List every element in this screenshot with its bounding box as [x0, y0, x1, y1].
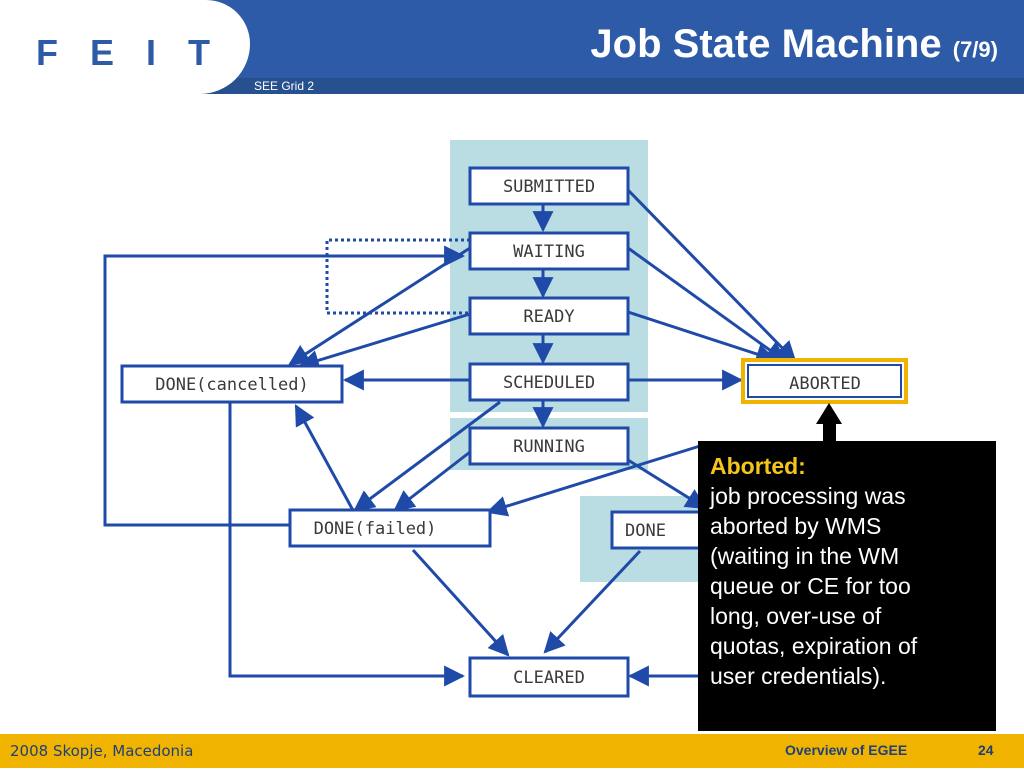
transition-arrows: [103, 188, 797, 687]
state-done-cancelled-label: DONE(cancelled): [155, 375, 309, 395]
callout-heading: Aborted:: [710, 453, 806, 479]
header-strip: [0, 78, 1024, 94]
arrow-ready-aborted: [627, 310, 777, 365]
arrow-done-cleared: [543, 549, 642, 654]
arrow-cancelled-cleared: [228, 402, 466, 687]
state-scheduled-label: SCHEDULED: [503, 373, 595, 393]
arrow-failed-cleared: [411, 548, 510, 657]
callout-line: long, over-use of: [710, 603, 882, 629]
arrow-scheduled-failed: [353, 400, 501, 512]
header-subtitle: SEE Grid 2: [254, 79, 315, 93]
state-done-failed: DONE(failed): [288, 508, 492, 548]
slide-title-text: Job State Machine: [590, 22, 942, 66]
state-running: RUNNING: [468, 426, 630, 466]
arrow-running-failed: [393, 450, 471, 512]
arrow-failed-waiting: [103, 245, 466, 527]
slide-title: Job State Machine (7/9): [590, 22, 998, 67]
slide-title-page: (7/9): [952, 37, 998, 62]
arrow-aborted-failed: [485, 444, 701, 517]
state-ready-label: READY: [523, 307, 574, 327]
arrow-failed-cancelled: [294, 404, 357, 515]
state-cleared: CLEARED: [468, 656, 630, 698]
state-done-ok-label: DONE: [625, 521, 666, 541]
slide-number: 24: [978, 742, 994, 758]
waiting-self-loop: [325, 238, 470, 315]
callout-line: job processing was: [710, 483, 906, 509]
arrow-ready-cancelled: [297, 312, 471, 371]
arrow-waiting-cancelled: [288, 246, 471, 366]
callout-line: (waiting in the WM: [710, 543, 900, 569]
state-aborted: ABORTED: [741, 358, 908, 404]
state-done-cancelled: DONE(cancelled): [120, 364, 344, 404]
state-ready: READY: [468, 296, 630, 336]
arrow-running-done: [627, 458, 707, 510]
state-aborted-label: ABORTED: [789, 374, 861, 394]
state-waiting-label: WAITING: [513, 242, 585, 262]
callout-line: queue or CE for too: [710, 573, 911, 599]
logo: F E I T: [36, 32, 221, 73]
footer-course: Overview of EGEE: [785, 742, 908, 758]
footer-bar: 2008 Skopje, Macedonia Overview of EGEE …: [0, 734, 1024, 768]
state-submitted: SUBMITTED: [468, 166, 630, 206]
aborted-callout: Aborted: job processing was aborted by W…: [698, 441, 996, 731]
logo-panel: F E I T: [0, 0, 250, 94]
state-scheduled: SCHEDULED: [468, 362, 630, 402]
arrow-submitted-aborted: [626, 188, 797, 363]
state-cleared-label: CLEARED: [513, 668, 585, 688]
state-done-ok: DONE: [610, 510, 714, 550]
callout-line: user credentials).: [710, 663, 887, 689]
state-waiting: WAITING: [468, 231, 630, 271]
state-submitted-label: SUBMITTED: [503, 177, 595, 197]
pointer-arrow-icon: [816, 403, 842, 442]
callout-line: quotas, expiration of: [710, 633, 918, 659]
state-running-label: RUNNING: [513, 437, 585, 457]
footer-location: 2008 Skopje, Macedonia: [10, 742, 194, 760]
arrow-waiting-aborted: [627, 246, 787, 363]
state-done-failed-label: DONE(failed): [314, 519, 437, 539]
callout-line: aborted by WMS: [710, 513, 882, 539]
